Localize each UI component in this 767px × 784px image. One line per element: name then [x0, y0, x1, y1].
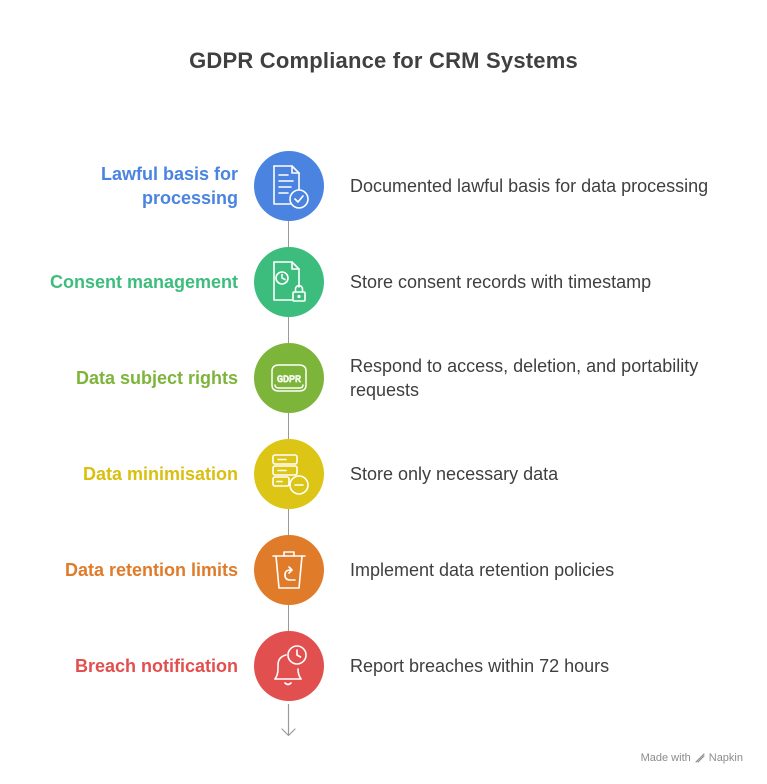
step-label: Data retention limits	[64, 560, 238, 580]
step-description: Report breaches within 72 hours	[350, 656, 610, 676]
step-circle	[254, 535, 324, 605]
step-data-subject-rights: Data subject rights GDPR Respond to acce…	[0, 343, 767, 413]
step-description: Store only necessary data	[350, 464, 559, 484]
step-breach-notification: Breach notification Report breaches with…	[0, 631, 767, 701]
bell-clock-icon	[274, 645, 307, 686]
step-circle	[254, 151, 324, 221]
napkin-brand-text: Napkin	[708, 752, 743, 764]
document-clock-lock-icon	[273, 261, 306, 302]
trash-return-icon	[272, 551, 306, 589]
connector-line	[288, 605, 289, 631]
step-label: Data minimisation	[82, 464, 238, 484]
document-check-icon	[273, 165, 309, 209]
step-description: Implement data retention policies	[350, 560, 615, 580]
connector-line	[288, 317, 289, 343]
made-with-text: Made with	[640, 752, 691, 764]
footer-attribution[interactable]: Made with Napkin	[641, 752, 743, 764]
connector-line	[288, 509, 289, 535]
step-label: Data subject rights	[75, 368, 238, 388]
step-circle	[254, 439, 324, 509]
page-title: GDPR Compliance for CRM Systems	[189, 48, 578, 73]
napkin-logo-icon	[695, 753, 705, 763]
connector-line	[288, 221, 289, 247]
down-arrow-icon	[281, 704, 296, 737]
step-description: Documented lawful basis for data process…	[350, 176, 709, 196]
step-circle	[254, 631, 324, 701]
step-description: Respond to access, deletion, and portabi…	[350, 356, 699, 400]
step-label: Breach notification	[74, 656, 238, 676]
step-label: Lawful basis for processing	[100, 164, 238, 208]
gdpr-badge-icon: GDPR	[271, 364, 307, 392]
step-consent-management: Consent management Store consent records…	[0, 247, 767, 317]
step-circle	[254, 247, 324, 317]
step-data-minimisation: Data minimisation Store only necessary d…	[0, 439, 767, 509]
step-lawful-basis: Lawful basis for processing Documented l…	[0, 151, 767, 221]
database-minus-icon	[272, 454, 309, 495]
step-label: Consent management	[49, 272, 238, 292]
connector-line	[288, 413, 289, 439]
step-data-retention: Data retention limits Implement data ret…	[0, 535, 767, 605]
svg-text:GDPR: GDPR	[277, 375, 301, 386]
step-description: Store consent records with timestamp	[350, 272, 652, 292]
step-circle: GDPR	[254, 343, 324, 413]
